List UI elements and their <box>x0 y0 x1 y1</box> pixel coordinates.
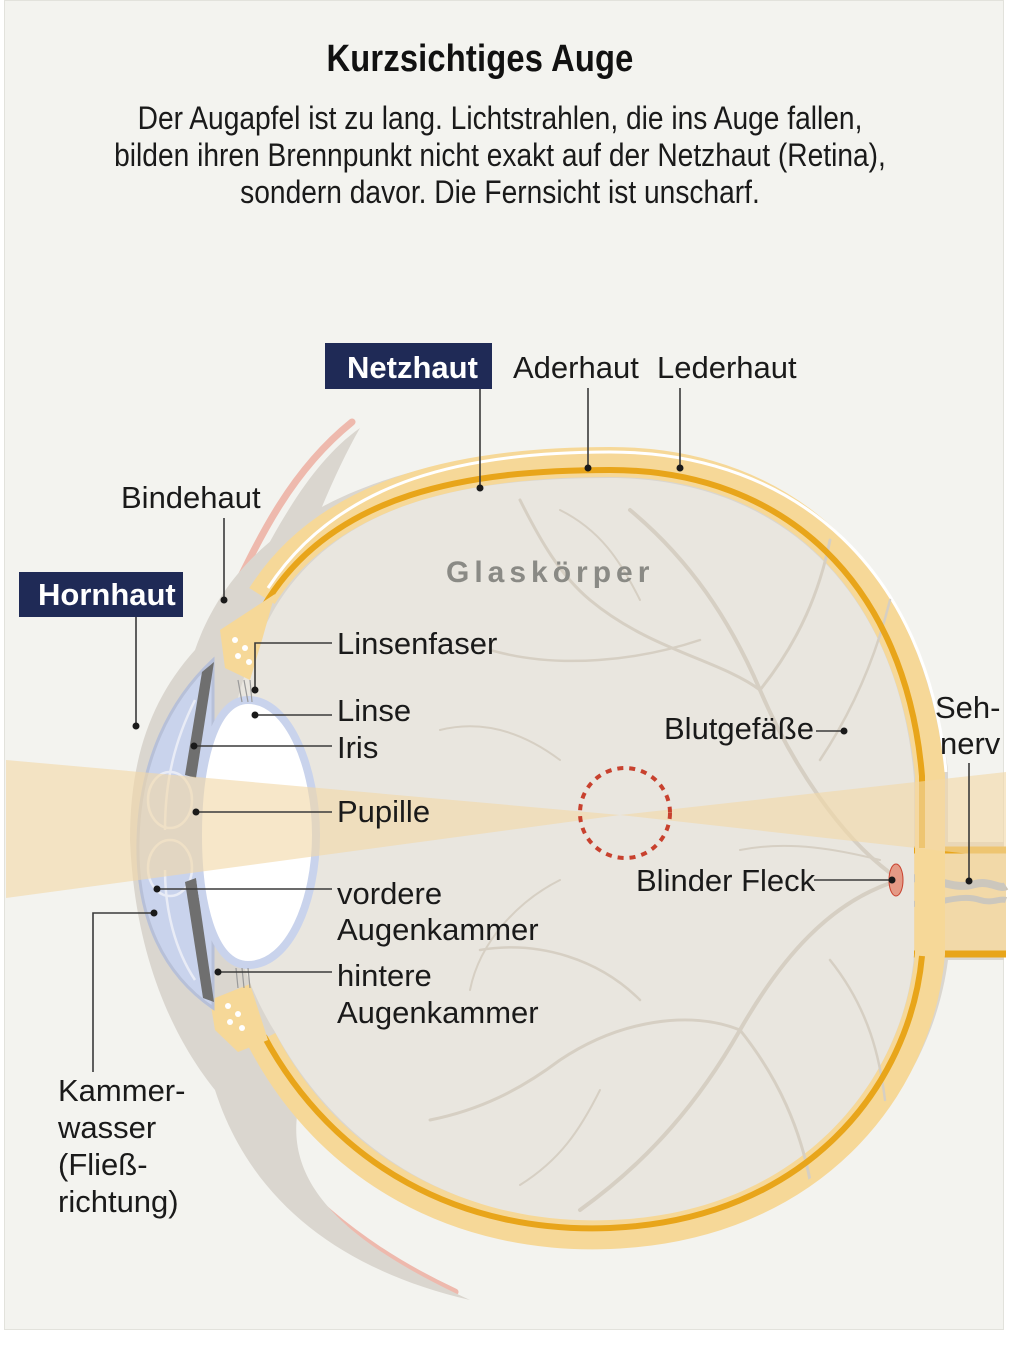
leader-dot-lederhaut <box>676 464 684 472</box>
label-blinder-fleck: Blinder Fleck <box>636 863 816 898</box>
leader-dot-kammerwasser <box>150 909 158 917</box>
label-linse: Linse <box>337 693 411 728</box>
leader-dot-bindehaut <box>220 596 228 604</box>
label-iris: Iris <box>337 730 378 765</box>
description-line-2: bilden ihren Brennpunkt nicht exakt auf … <box>114 137 886 173</box>
light-beam <box>6 760 1006 898</box>
label-pupille: Pupille <box>337 794 430 829</box>
label-hornhaut: Hornhaut <box>38 577 176 612</box>
hornhaut-box <box>19 572 183 617</box>
focus-point-circle <box>578 766 672 860</box>
leader-dot-blutgefaesse <box>840 727 848 735</box>
label-hintere-augenkammer-1: hintere <box>337 958 432 993</box>
leader-dot-pupille <box>192 808 200 816</box>
label-lederhaut: Lederhaut <box>657 350 797 385</box>
aderhaut-line <box>266 450 948 773</box>
leader-dot-sehnerv <box>965 877 973 885</box>
iris-lower <box>185 878 214 1002</box>
vitreous-body <box>221 478 914 1221</box>
label-kammerwasser-4: richtung) <box>58 1184 179 1219</box>
description: Der Augapfel ist zu lang. Lichtstrahlen,… <box>0 100 1000 211</box>
label-sehnerv-1: Seh- <box>935 690 1000 725</box>
leader-dot-linsenfaser <box>251 686 259 694</box>
label-aderhaut: Aderhaut <box>513 350 639 385</box>
label-kammerwasser-2: wasser <box>57 1110 156 1145</box>
label-kammerwasser-1: Kammer- <box>58 1073 185 1108</box>
label-sehnerv-2: nerv <box>940 726 1001 761</box>
netzhaut-box <box>325 343 492 389</box>
leader-dot-hintere-augenkammer <box>214 968 222 976</box>
ciliary-body-upper <box>220 594 275 680</box>
leader-dot-hornhaut <box>132 722 140 730</box>
choroid-layer <box>248 446 945 1250</box>
label-linsenfaser: Linsenfaser <box>337 626 497 661</box>
page-title: Kurzsichtiges Auge <box>326 38 634 80</box>
leader-dot-iris <box>190 742 198 750</box>
leader-linsenfaser <box>254 642 332 690</box>
label-blutgefaesse: Blutgefäße <box>664 711 814 746</box>
label-netzhaut: Netzhaut <box>347 350 478 385</box>
label-vordere-augenkammer-1: vordere <box>337 876 442 911</box>
leader-dot-vordere-augenkammer <box>153 885 161 893</box>
description-line-3: sondern davor. Die Fernsicht ist unschar… <box>240 174 760 210</box>
ciliary-dots <box>225 637 252 1031</box>
leader-dot-netzhaut <box>476 484 484 492</box>
retina-layer-lower <box>261 955 925 1232</box>
ciliary-body-lower <box>210 984 268 1052</box>
description-line-1: Der Augapfel ist zu lang. Lichtstrahlen,… <box>137 100 863 136</box>
label-glaskoerper: Glaskörper <box>446 556 654 589</box>
label-hintere-augenkammer-2: Augenkammer <box>337 995 539 1030</box>
leader-dot-blinder-fleck <box>888 876 896 884</box>
label-vordere-augenkammer-2: Augenkammer <box>337 912 539 947</box>
leader-dot-linse <box>251 711 259 719</box>
label-bindehaut: Bindehaut <box>121 480 261 515</box>
leader-dot-aderhaut <box>584 464 592 472</box>
blood-vessels <box>428 498 902 1212</box>
retina-layer <box>261 466 925 848</box>
leader-kammerwasser <box>92 912 154 1072</box>
label-kammerwasser-3: (Fließ- <box>58 1147 148 1182</box>
